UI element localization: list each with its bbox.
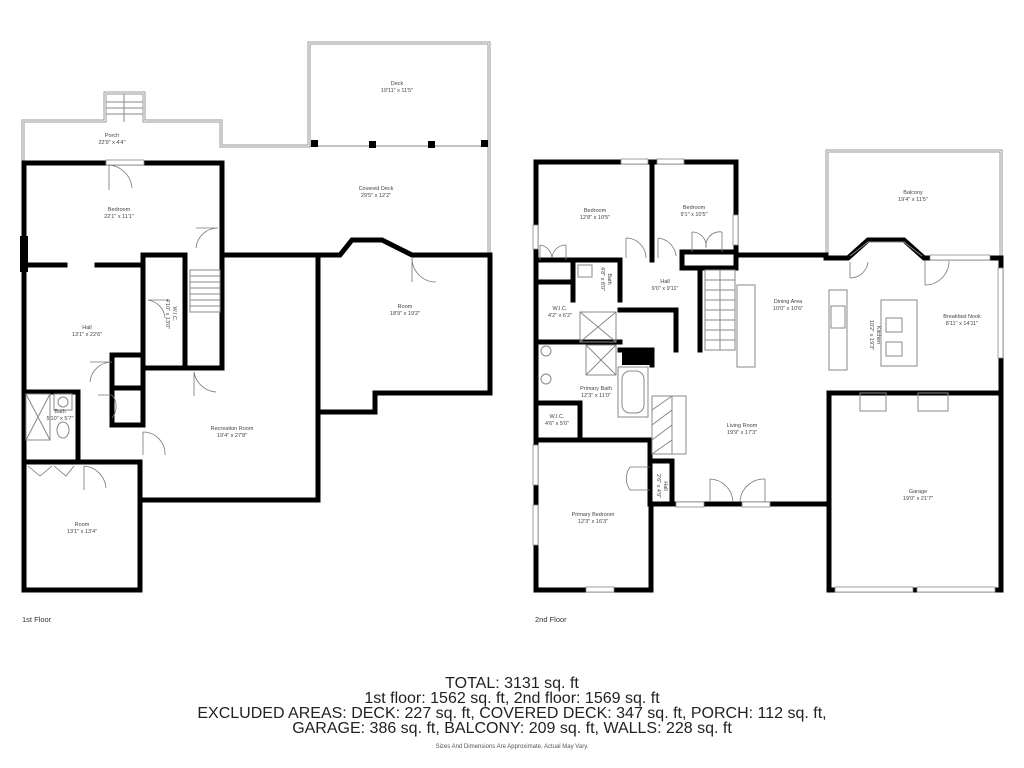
floor-areas: 1st floor: 1562 sq. ft, 2nd floor: 1569 … xyxy=(364,690,660,707)
excluded-areas-line-1: EXCLUDED AREAS: DECK: 227 sq. ft, COVERE… xyxy=(197,705,827,722)
excluded-areas-line-2: GARAGE: 386 sq. ft, BALCONY: 209 sq. ft,… xyxy=(292,720,732,737)
floor-label-1st: 1st Floor xyxy=(22,615,52,624)
room-label-wic-2f-lower: W.I.C.4'6" x 5'0" xyxy=(544,414,570,427)
room-label-wic-1f: W.I.C.4'10" x 13'0" xyxy=(164,298,177,330)
second-floor-plan xyxy=(532,149,1004,593)
floor-plan-drawing xyxy=(20,41,1004,593)
room-label-wic-2f-upper: W.I.C.4'2" x 6'2" xyxy=(547,306,573,319)
total-area: TOTAL: 3131 sq. ft xyxy=(445,675,579,692)
floor-label-2nd: 2nd Floor xyxy=(535,615,567,624)
disclaimer: Sizes And Dimensions Are Approximate, Ac… xyxy=(435,744,589,750)
first-floor-plan xyxy=(20,41,493,593)
